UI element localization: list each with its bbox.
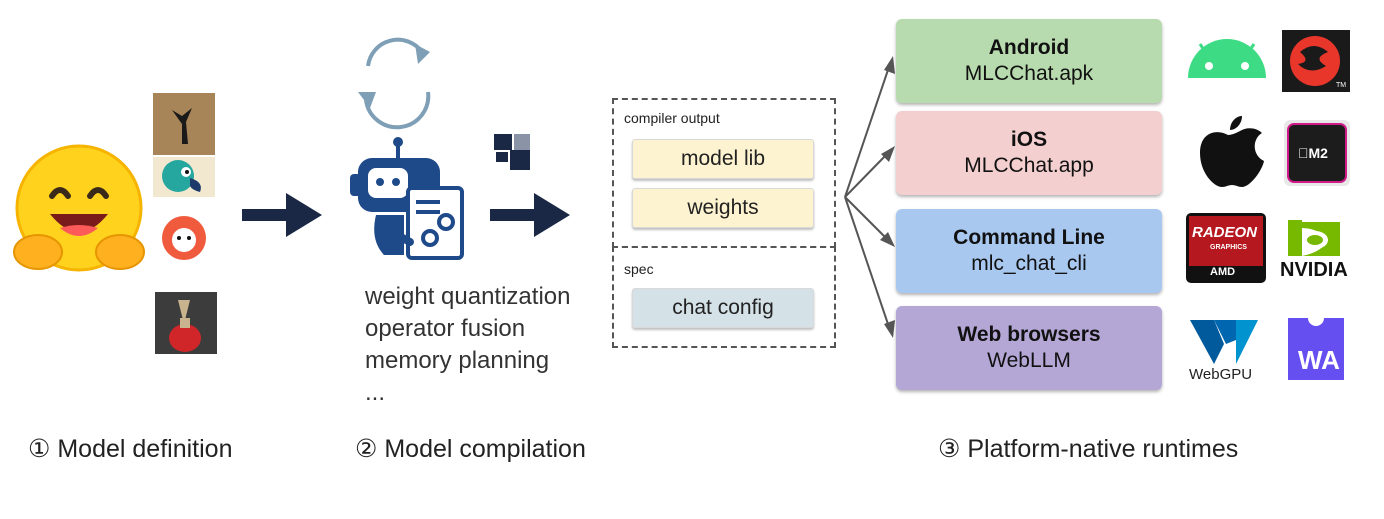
nvidia-icon xyxy=(1288,220,1340,256)
snapdragon-icon xyxy=(1282,30,1350,92)
model-thumbnail-2-icon xyxy=(153,157,215,197)
tvm-logo-icon xyxy=(494,134,530,170)
platform-name: Android xyxy=(988,36,1070,59)
opt-ellipsis: ... xyxy=(365,379,386,406)
platform-name: Command Line xyxy=(953,226,1105,249)
radeon-icon xyxy=(1186,213,1266,283)
webgpu-label: WebGPU xyxy=(1189,366,1253,383)
hugging-face-icon xyxy=(13,144,145,272)
platform-artifact: mlc_chat_cli xyxy=(971,252,1087,275)
step-model-definition: ① Model definition xyxy=(28,435,233,463)
opt-operator-fusion: operator fusion xyxy=(365,315,526,342)
webassembly-icon xyxy=(1288,318,1344,380)
platform-android: Android MLCChat.apk xyxy=(896,19,1162,103)
robot-icon xyxy=(350,137,464,260)
model-thumbnail-1-icon xyxy=(153,93,215,155)
step-model-compilation: ② Model compilation xyxy=(355,435,586,463)
platform-artifact: MLCChat.app xyxy=(964,154,1094,177)
model-thumbnail-3-icon xyxy=(153,207,215,269)
m2-chip-label: M2 xyxy=(1298,145,1328,161)
platform-name: Web browsers xyxy=(957,323,1101,346)
platform-name: iOS xyxy=(1010,128,1048,151)
arrow-definition-to-compilation xyxy=(242,193,322,237)
fan-out-arrows xyxy=(844,56,895,338)
platform-command-line: Command Line mlc_chat_cli xyxy=(896,209,1162,293)
model-lib-chip: model lib xyxy=(632,139,814,179)
refresh-icon xyxy=(358,37,431,130)
webgpu-icon xyxy=(1190,320,1258,364)
opt-memory-planning: memory planning xyxy=(365,347,550,374)
m2-chip-text: M2 xyxy=(1298,145,1328,161)
platform-ios: iOS MLCChat.app xyxy=(896,111,1162,195)
apple-icon xyxy=(1200,116,1264,187)
optimization-list: weight quantization operator fusion memo… xyxy=(365,281,570,409)
wasm-label: WA xyxy=(1298,345,1340,375)
platform-web-browsers: Web browsers WebLLM xyxy=(896,306,1162,390)
weights-chip: weights xyxy=(632,188,814,228)
m2-chip-icon xyxy=(1284,120,1350,186)
nvidia-label: NVIDIA xyxy=(1280,259,1348,281)
radeon-graphics-label: GRAPHICS xyxy=(1210,244,1247,251)
spec-box xyxy=(612,246,836,348)
step-platform-runtimes: ③ Platform-native runtimes xyxy=(938,435,1239,463)
platform-artifact: WebLLM xyxy=(987,349,1071,372)
platform-artifact: MLCChat.apk xyxy=(964,62,1094,85)
compiler-output-title: compiler output xyxy=(624,110,720,126)
chat-config-chip: chat config xyxy=(632,288,814,328)
spec-title: spec xyxy=(624,261,654,277)
model-thumbnail-4-icon xyxy=(155,292,217,354)
android-icon xyxy=(1188,39,1266,78)
arrow-compilation-to-output xyxy=(490,193,570,237)
opt-weight-quantization: weight quantization xyxy=(365,283,571,310)
amd-label: AMD xyxy=(1210,266,1236,278)
radeon-label: RADEON xyxy=(1192,224,1258,241)
snapdragon-tm: TM xyxy=(1336,82,1347,89)
